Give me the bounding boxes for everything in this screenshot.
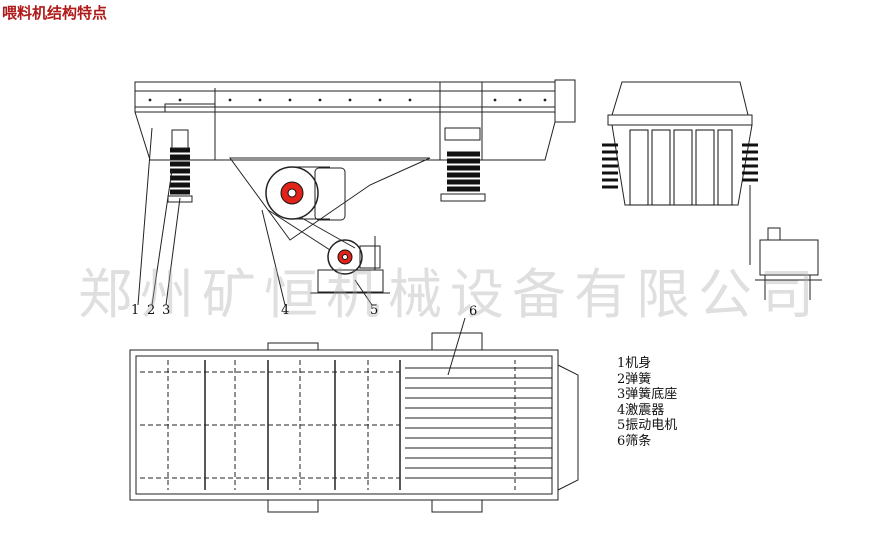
parts-legend: 1机身 2弹簧 3弹簧底座 4激震器 5振动电机 6筛条 <box>617 356 677 449</box>
grizzly-bars <box>405 367 552 479</box>
side-view <box>134 79 576 376</box>
vibration-motor <box>327 236 381 275</box>
part-label-3: 3 <box>162 303 171 318</box>
spring-right <box>447 151 480 192</box>
exciter-mount <box>229 157 431 241</box>
part-label-6: 6 <box>469 304 478 319</box>
exciter <box>265 166 346 221</box>
page-title: 喂料机结构特点 <box>2 4 108 22</box>
legend-item: 2弹簧 <box>617 371 652 387</box>
machine-body-trough <box>134 111 556 161</box>
watermark-text: 郑州矿恒机械设备有限公司 <box>78 263 822 326</box>
legend-item: 6筛条 <box>617 433 652 449</box>
legend-item: 4激震器 <box>617 402 665 418</box>
plan-view <box>129 332 579 513</box>
spring-left <box>170 147 190 195</box>
legend-item: 3弹簧底座 <box>617 387 678 402</box>
part-label-5: 5 <box>370 303 379 318</box>
part-label-2: 2 <box>147 303 156 318</box>
end-view <box>602 81 822 300</box>
part-label-4: 4 <box>281 303 290 318</box>
part-label-1: 1 <box>131 303 140 318</box>
legend-item: 5振动电机 <box>617 418 678 433</box>
legend-item: 1机身 <box>617 356 652 371</box>
